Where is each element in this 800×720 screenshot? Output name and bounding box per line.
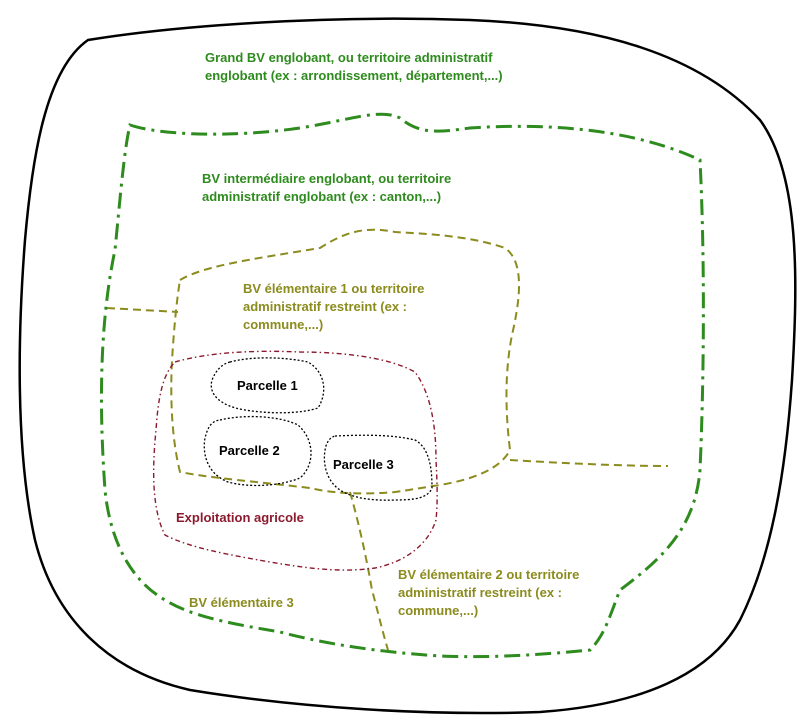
bv-elementaire-1-line-2: administratif restreint (ex : [243,299,407,314]
intermediate-territory-boundary [99,112,705,659]
outer-boundary [18,17,797,715]
bv-intermediaire-label: BV intermédiaire englobant, ou territoir… [202,170,451,206]
parcelle-2-label: Parcelle 2 [219,443,280,458]
bv-elementaire-2-line-3: commune,...) [398,603,479,618]
exploitation-label: Exploitation agricole [176,510,304,525]
grand-bv-label: Grand BV englobant, ou territoire admini… [205,49,503,85]
grand-bv-line-1: Grand BV englobant, ou territoire admini… [205,50,493,65]
bv-elementaire-2-line-1: BV élémentaire 2 ou territoire [398,567,580,582]
bv-elementaire-2-line-2: administratif restreint (ex : [398,585,562,600]
grand-bv-line-2: englobant (ex : arrondissement, départem… [205,68,503,83]
elementary-divider-right [509,459,669,467]
bv-elementaire-3-label: BV élémentaire 3 [189,595,294,610]
elementary-territory-1-boundary [170,228,520,495]
elementary-divider-bottom [349,491,389,651]
bv-elementaire-1-label: BV élémentaire 1 ou territoire administr… [243,280,424,334]
bv-intermediaire-line-2: administratif englobant (ex : canton,...… [202,189,442,204]
parcel-1-boundary [210,357,325,414]
parcelle-1-label: Parcelle 1 [237,378,298,393]
bv-intermediaire-line-1: BV intermédiaire englobant, ou territoir… [202,171,452,186]
bv-elementaire-1-line-3: commune,...) [243,317,324,332]
parcel-3-boundary [323,434,433,501]
bv-elementaire-2-label: BV élémentaire 2 ou territoire administr… [398,566,579,620]
parcelle-3-label: Parcelle 3 [333,457,394,472]
bv-elementaire-1-line-1: BV élémentaire 1 ou territoire [243,281,425,296]
farm-boundary [152,350,438,571]
elementary-divider-left [106,307,179,313]
